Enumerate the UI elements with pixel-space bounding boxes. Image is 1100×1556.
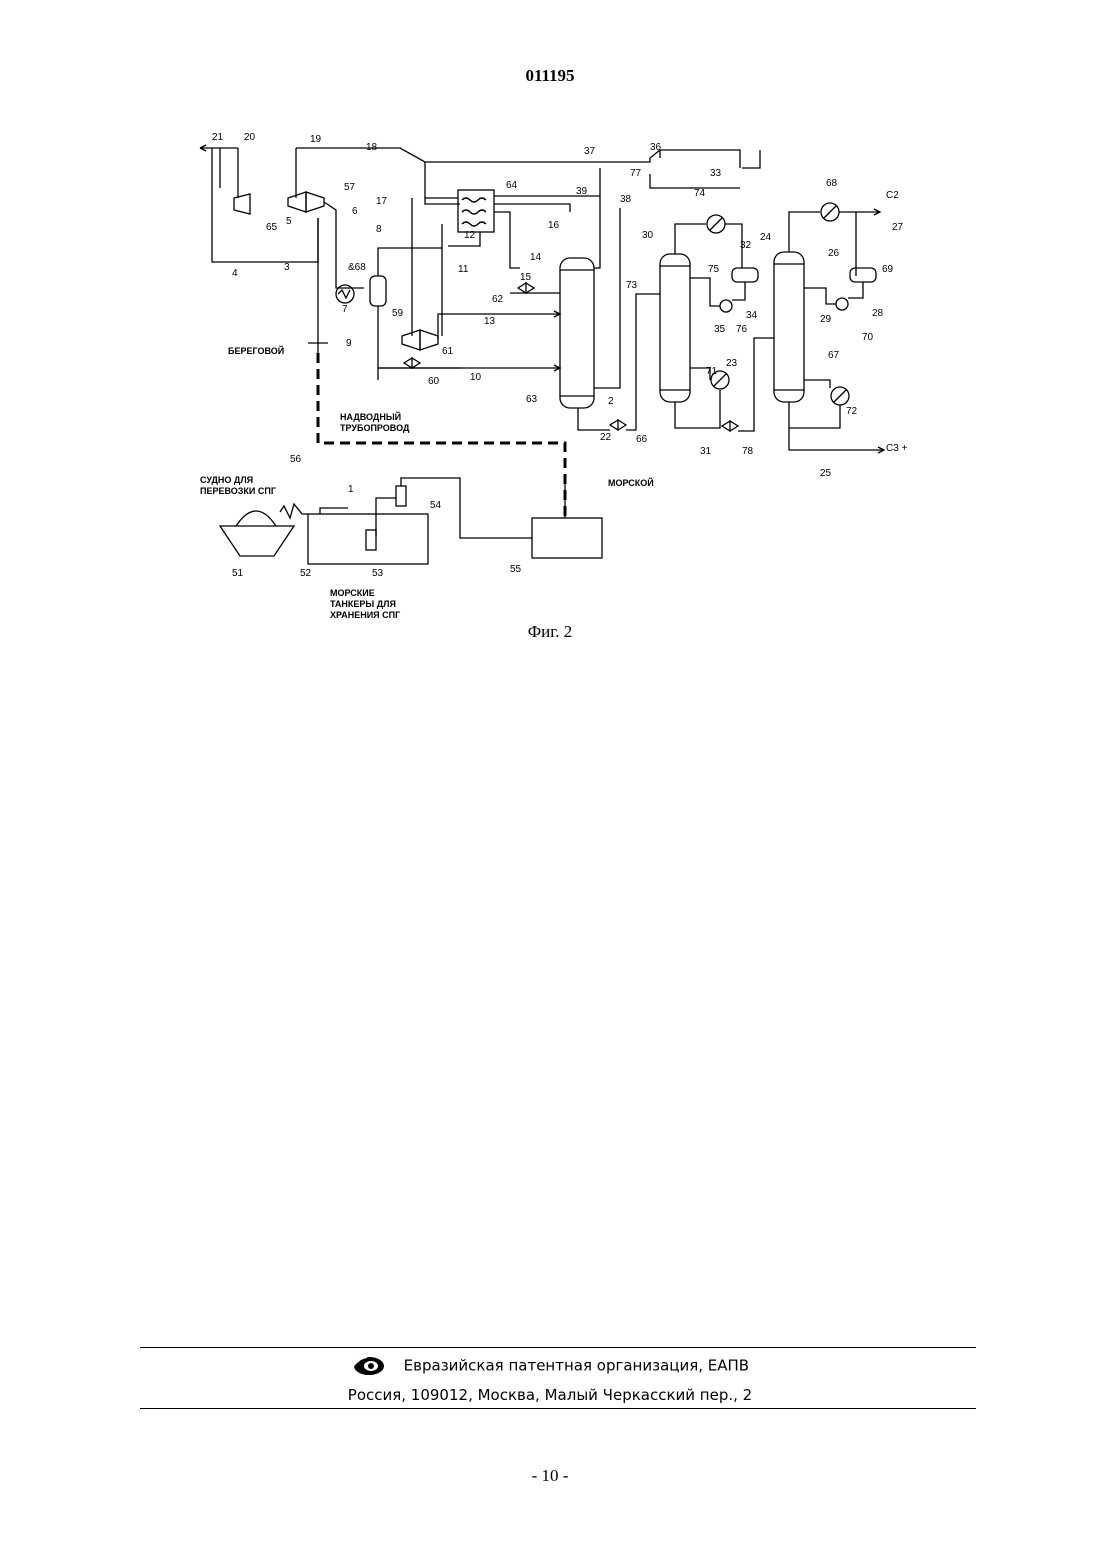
ref-number: 31 xyxy=(700,446,711,457)
ref-number: 67 xyxy=(828,350,839,361)
figure-labels: БЕРЕГОВОЙ МОРСКОЙ НАДВОДНЫЙ ТРУБОПРОВОД … xyxy=(180,128,920,628)
ref-number: 16 xyxy=(548,220,559,231)
ref-number: 19 xyxy=(310,134,321,145)
label-amp68: &68 xyxy=(348,262,366,273)
ref-number: 24 xyxy=(760,232,771,243)
ref-number: 54 xyxy=(430,500,441,511)
ref-number: 5 xyxy=(286,216,292,227)
ref-number: 27 xyxy=(892,222,903,233)
ref-number: 14 xyxy=(530,252,541,263)
ref-number: 68 xyxy=(826,178,837,189)
ref-number: 23 xyxy=(726,358,737,369)
label-ship-2: ПЕРЕВОЗКИ СПГ xyxy=(200,486,276,496)
ref-number: 55 xyxy=(510,564,521,575)
ref-number: 30 xyxy=(642,230,653,241)
ref-number: 78 xyxy=(742,446,753,457)
footer-org-name: Евразийская патентная организация, ЕАПВ xyxy=(404,1357,749,1375)
ref-number: 66 xyxy=(636,434,647,445)
label-shore: БЕРЕГОВОЙ xyxy=(228,346,284,356)
ref-number: 57 xyxy=(344,182,355,193)
footer-bottom-rule xyxy=(140,1408,976,1409)
ref-number: 22 xyxy=(600,432,611,443)
ref-number: 77 xyxy=(630,168,641,179)
page-number: - 10 - xyxy=(0,1466,1100,1486)
ref-number: 20 xyxy=(244,132,255,143)
ref-number: 39 xyxy=(576,186,587,197)
ref-number: 10 xyxy=(470,372,481,383)
label-pipeline-2: ТРУБОПРОВОД xyxy=(340,423,409,433)
label-c2: C2 xyxy=(886,190,899,201)
ref-number: 64 xyxy=(506,180,517,191)
ref-number: 51 xyxy=(232,568,243,579)
ref-number: 3 xyxy=(284,262,290,273)
document-number: 011195 xyxy=(0,66,1100,86)
ref-number: 63 xyxy=(526,394,537,405)
ref-number: 12 xyxy=(464,230,475,241)
ref-number: 13 xyxy=(484,316,495,327)
ref-number: 18 xyxy=(366,142,377,153)
ref-number: 17 xyxy=(376,196,387,207)
label-tanker-3: ХРАНЕНИЯ СПГ xyxy=(330,610,400,620)
eapo-logo-icon xyxy=(351,1355,385,1377)
ref-number: 75 xyxy=(708,264,719,275)
ref-number: 11 xyxy=(458,264,468,275)
ref-number: 6 xyxy=(352,206,358,217)
ref-number: 33 xyxy=(710,168,721,179)
label-marine: МОРСКОЙ xyxy=(608,478,654,488)
ref-number: 9 xyxy=(346,338,352,349)
ref-number: 15 xyxy=(520,272,531,283)
ref-number: 25 xyxy=(820,468,831,479)
ref-number: 56 xyxy=(290,454,301,465)
ref-number: 36 xyxy=(650,142,661,153)
footer-top-rule xyxy=(140,1347,976,1348)
ref-number: 21 xyxy=(212,132,223,143)
ref-number: 34 xyxy=(746,310,757,321)
footer-address: Россия, 109012, Москва, Малый Черкасский… xyxy=(0,1386,1100,1404)
label-ship-1: СУДНО ДЛЯ xyxy=(200,475,253,485)
ref-number: 37 xyxy=(584,146,595,157)
ref-number: 76 xyxy=(736,324,747,335)
ref-number: 7 xyxy=(342,304,348,315)
ref-number: 65 xyxy=(266,222,277,233)
ref-number: 1 xyxy=(348,484,354,495)
ref-number: 60 xyxy=(428,376,439,387)
ref-number: 70 xyxy=(862,332,873,343)
ref-number: 28 xyxy=(872,308,883,319)
ref-number: 61 xyxy=(442,346,453,357)
ref-number: 62 xyxy=(492,294,503,305)
ref-number: 71 xyxy=(706,366,717,377)
ref-number: 73 xyxy=(626,280,637,291)
ref-number: 59 xyxy=(392,308,403,319)
ref-number: 2 xyxy=(608,396,614,407)
ref-number: 26 xyxy=(828,248,839,259)
label-tanker-2: ТАНКЕРЫ ДЛЯ xyxy=(330,599,396,609)
ref-number: 52 xyxy=(300,568,311,579)
ref-number: 53 xyxy=(372,568,383,579)
figure-caption: Фиг. 2 xyxy=(0,622,1100,642)
ref-number: 35 xyxy=(714,324,725,335)
label-pipeline-1: НАДВОДНЫЙ xyxy=(340,412,401,422)
ref-number: 38 xyxy=(620,194,631,205)
ref-number: 32 xyxy=(740,240,751,251)
ref-number: 69 xyxy=(882,264,893,275)
ref-number: 74 xyxy=(694,188,705,199)
label-c3: C3 + xyxy=(886,443,907,454)
ref-number: 4 xyxy=(232,268,238,279)
footer-org-line: Евразийская патентная организация, ЕАПВ xyxy=(0,1355,1100,1377)
label-tanker-1: МОРСКИЕ xyxy=(330,588,375,598)
ref-number: 72 xyxy=(846,406,857,417)
ref-number: 8 xyxy=(376,224,382,235)
ref-number: 29 xyxy=(820,314,831,325)
